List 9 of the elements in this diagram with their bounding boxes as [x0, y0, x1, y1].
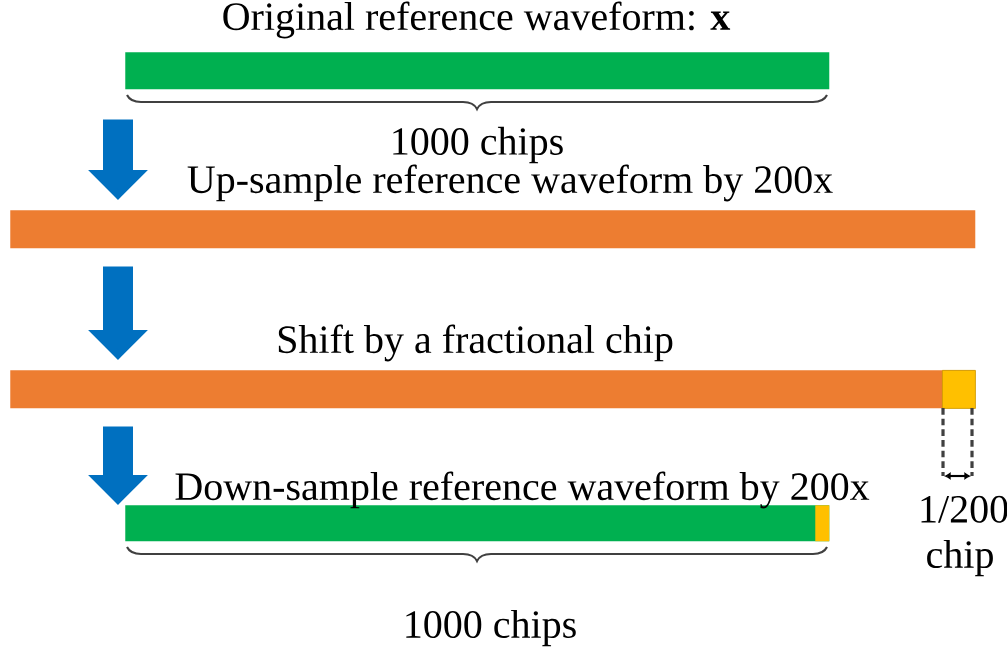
brace-label: 1000 chips: [406, 609, 576, 647]
step-title: Down-sample reference waveform by 200x: [175, 471, 870, 509]
dimension-label: 1/200 chip: [921, 495, 1007, 577]
highlight-bar: [815, 505, 830, 542]
brace-label: 1000 chips: [393, 126, 563, 164]
step-title: Shift by a fractional chip: [278, 324, 673, 362]
step-title: Up-sample reference waveform by 200x: [187, 164, 833, 202]
highlight-square: [942, 370, 976, 409]
step-title: Original reference waveform: x: [223, 1, 731, 39]
